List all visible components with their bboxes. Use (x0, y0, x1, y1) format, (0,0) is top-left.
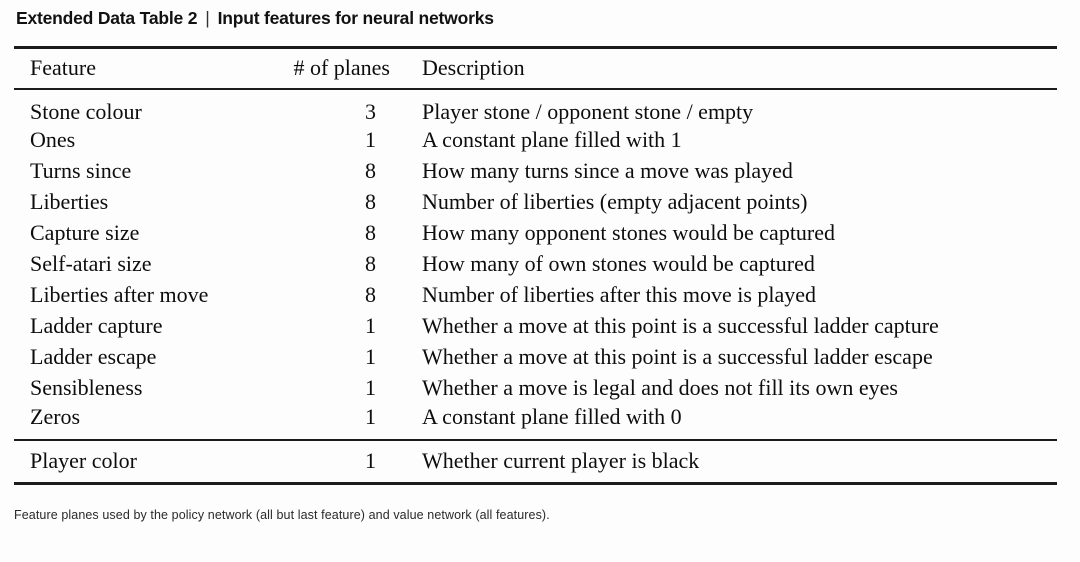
description-cell: Number of liberties (empty adjacent poin… (422, 189, 808, 214)
planes-cell: 8 (365, 251, 376, 276)
table-row: Zeros 1 A constant plane filled with 0 (14, 404, 1057, 440)
table-footnote: Feature planes used by the policy networ… (14, 508, 550, 522)
table-row: Stone colour 3 Player stone / opponent sto… (14, 89, 1057, 125)
feature-cell: Zeros (30, 403, 81, 429)
table-row: Liberties after move 8 Number of liberties… (14, 280, 1057, 311)
column-header-feature: Feature (30, 55, 96, 81)
feature-cell: Liberties (30, 189, 109, 214)
planes-cell: 1 (365, 448, 376, 474)
description-cell: Whether a move is legal and does not fil… (422, 375, 898, 400)
planes-cell: 8 (365, 220, 376, 245)
feature-cell: Ones (30, 127, 76, 152)
description-cell: Number of liberties after this move is p… (422, 282, 817, 307)
table-row: Liberties 8 Number of liberties (empty adj… (14, 187, 1057, 218)
table-row: Sensibleness 1 Whether a move is legal and… (14, 373, 1057, 404)
column-header-planes: # of planes (293, 55, 390, 81)
planes-cell: 8 (365, 282, 376, 307)
feature-cell: Ladder escape (30, 344, 157, 369)
table-title-label: Extended Data Table 2 (16, 8, 198, 28)
planes-cell: 8 (365, 158, 376, 183)
description-cell: Player stone / opponent stone / empty (422, 98, 754, 124)
planes-cell: 1 (365, 127, 376, 152)
feature-cell: Capture size (30, 220, 140, 245)
table-row: Capture size 8 How many opponent stones wo… (14, 218, 1057, 249)
table-row: Ladder escape 1 Whether a move at this poi… (14, 342, 1057, 373)
table-body: Stone colour 3 Player stone / opponent sto… (14, 89, 1057, 440)
description-cell: How many turns since a move was played (422, 158, 793, 183)
table-row: Ones 1 A constant plane filled with 1 (14, 125, 1057, 156)
planes-cell: 8 (365, 189, 376, 214)
table-row: Turns since 8 How many turns since a move … (14, 156, 1057, 187)
table-title-caption: Input features for neural networks (217, 8, 494, 28)
description-cell: Whether a move at this point is a succes… (422, 344, 933, 369)
input-features-table: Feature # of planes Description Stone co… (14, 46, 1057, 485)
description-cell: Whether a move at this point is a succes… (422, 313, 939, 338)
planes-cell: 1 (365, 403, 376, 429)
table-header: Feature # of planes Description (14, 48, 1057, 89)
table-row: Ladder capture 1 Whether a move at this po… (14, 311, 1057, 342)
feature-cell: Stone colour (30, 98, 142, 124)
table-title: Extended Data Table 2 | Input features for… (16, 8, 494, 29)
title-separator: | (205, 8, 210, 28)
planes-cell: 3 (365, 98, 376, 124)
feature-cell: Sensibleness (30, 375, 143, 400)
planes-cell: 1 (365, 313, 376, 338)
feature-cell: Self-atari size (30, 251, 152, 276)
column-header-description: Description (422, 55, 525, 81)
header-row: Feature # of planes Description (14, 48, 1057, 89)
feature-cell: Ladder capture (30, 313, 163, 338)
feature-cell: Turns since (30, 158, 132, 183)
description-cell: A constant plane filled with 1 (422, 127, 682, 152)
table-row: Player color 1 Whether current player is… (14, 440, 1057, 484)
table-footer-section: Player color 1 Whether current player is… (14, 439, 1057, 484)
planes-cell: 1 (365, 375, 376, 400)
description-cell: How many of own stones would be captured (422, 251, 815, 276)
planes-cell: 1 (365, 344, 376, 369)
table-row: Self-atari size 8 How many of own stones w… (14, 249, 1057, 280)
feature-cell: Player color (30, 448, 137, 474)
feature-cell: Liberties after move (30, 282, 209, 307)
description-cell: How many opponent stones would be captur… (422, 220, 836, 245)
description-cell: Whether current player is black (422, 448, 700, 474)
description-cell: A constant plane filled with 0 (422, 403, 682, 429)
